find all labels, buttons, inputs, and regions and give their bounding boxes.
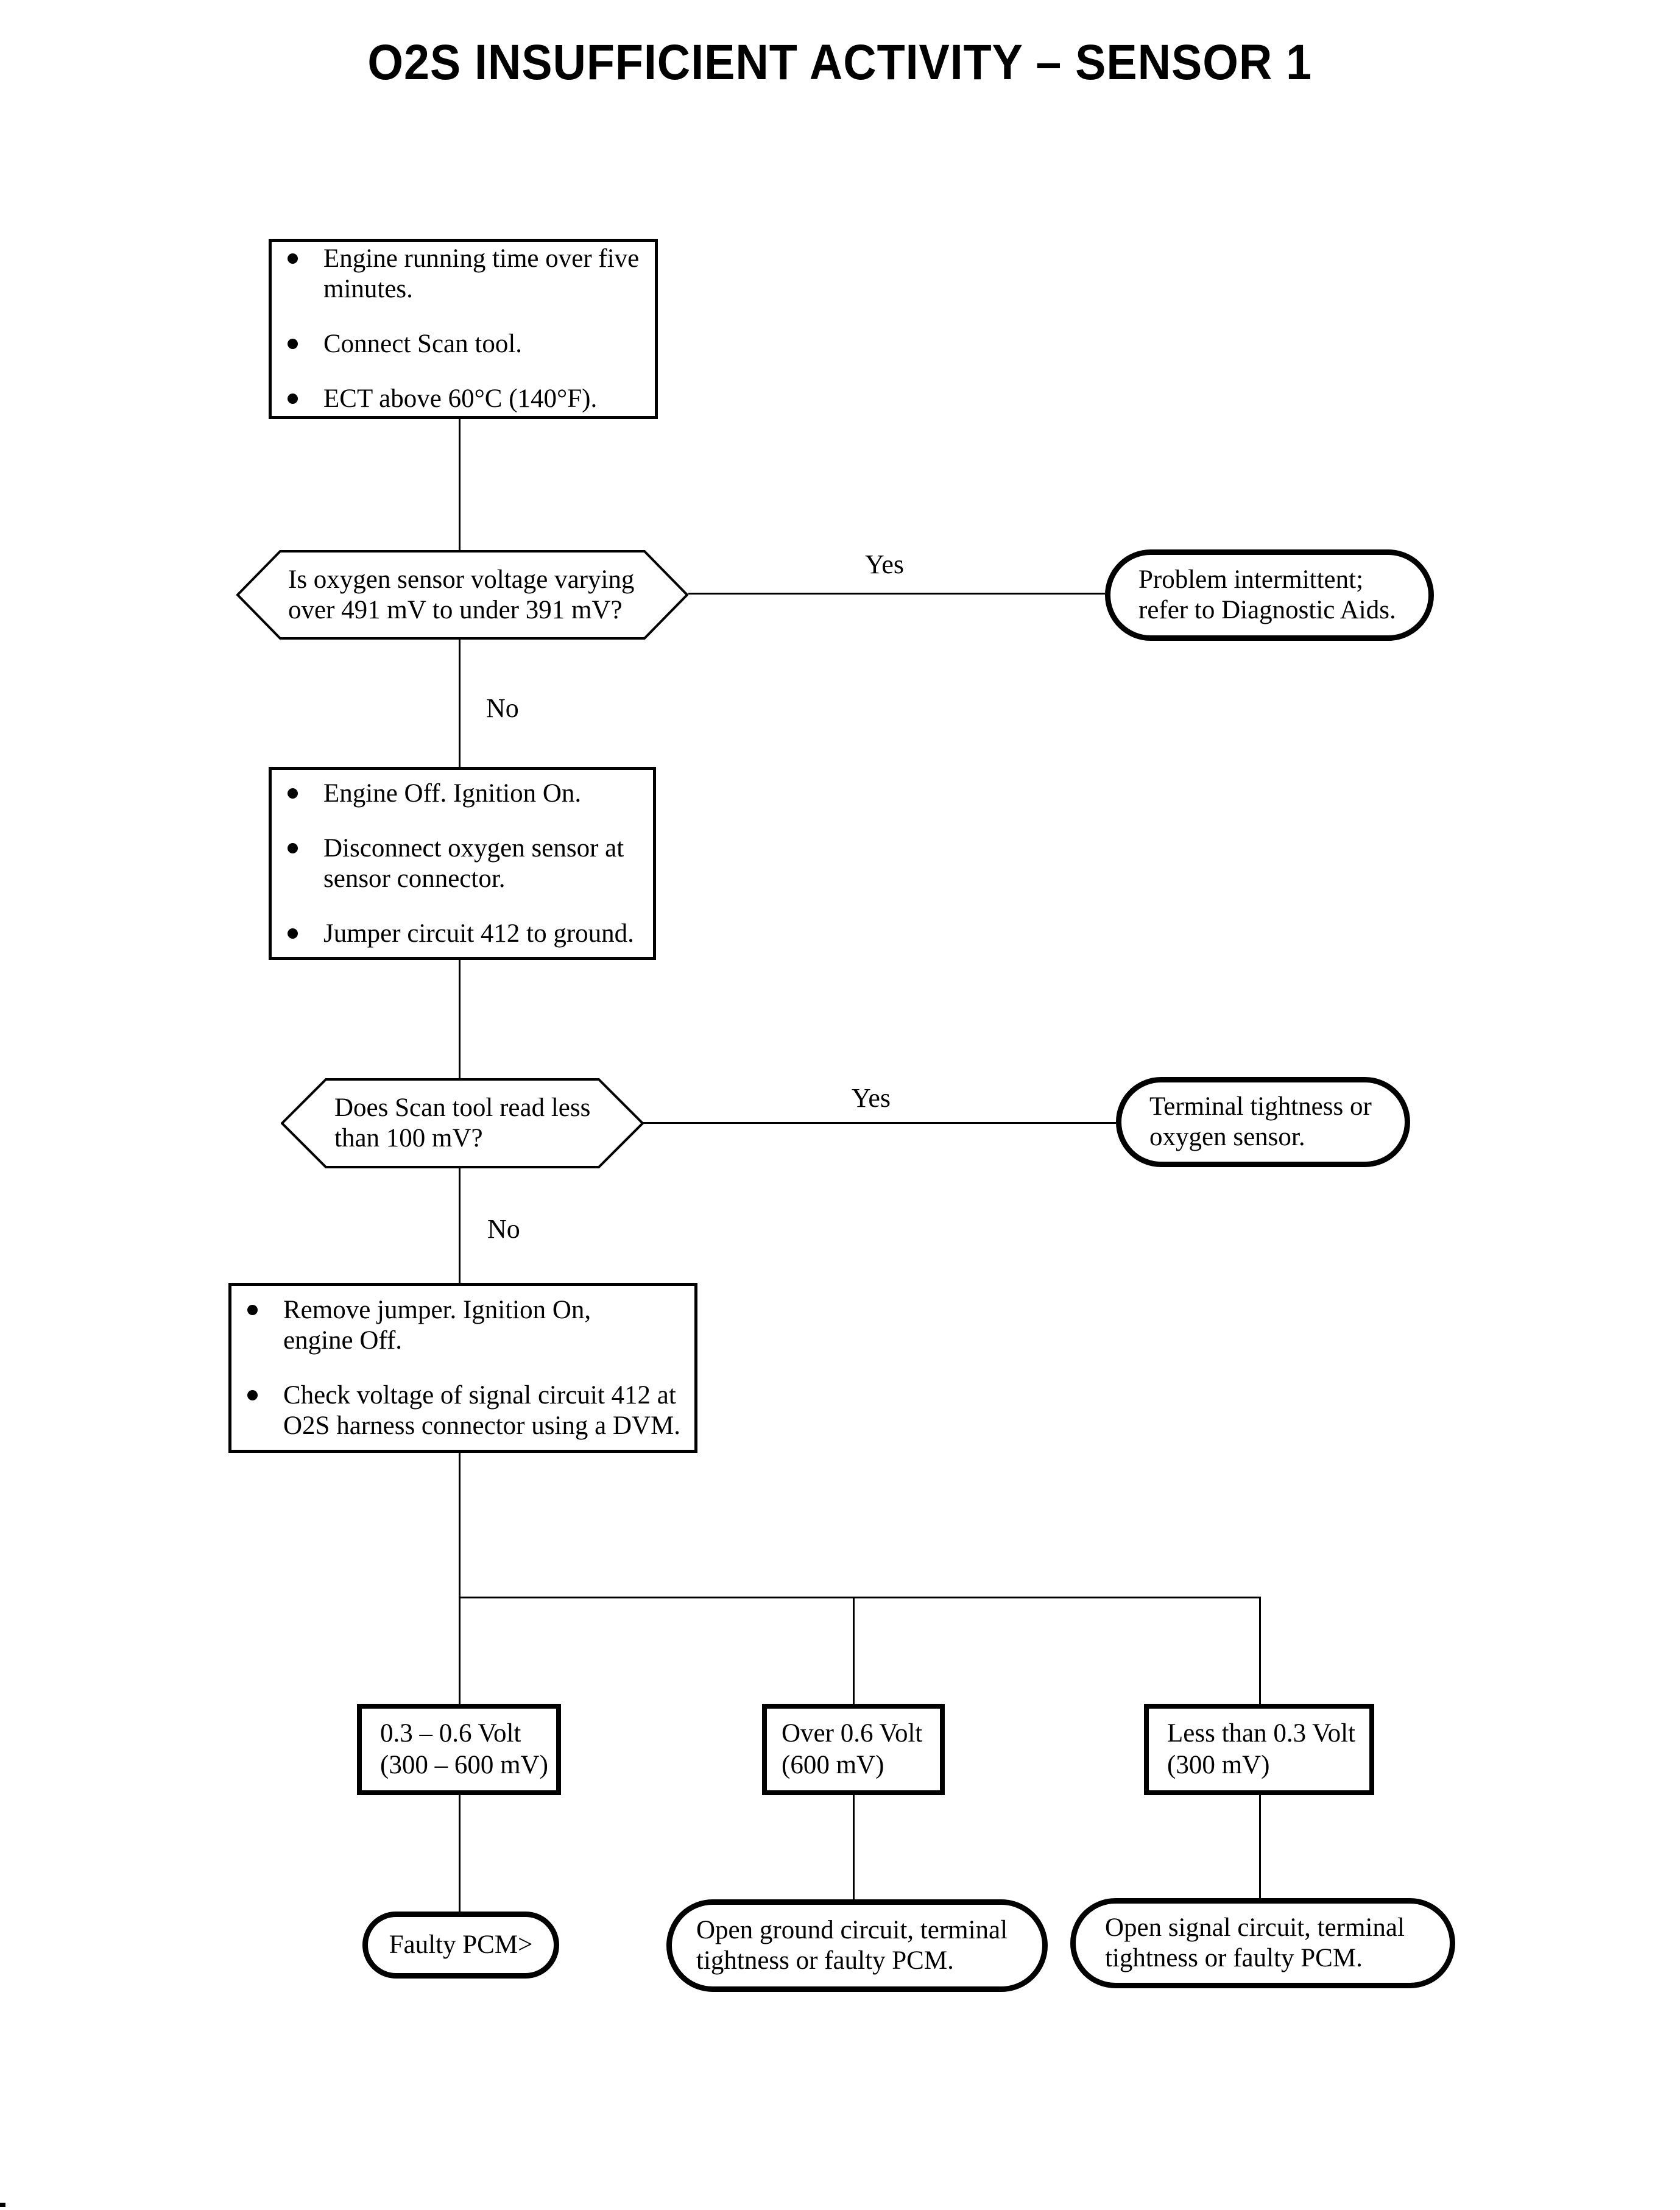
- list-item: Jumper circuit 412 to ground.: [272, 919, 653, 949]
- connector-split-to-branch1: [458, 1597, 461, 1704]
- bullet-text: engine Off.: [283, 1326, 403, 1355]
- result4-text: Open ground circuit, terminal: [696, 1916, 1008, 1944]
- connector-split-to-branch3: [1258, 1597, 1261, 1704]
- result2-text: oxygen sensor.: [1149, 1123, 1305, 1151]
- list-item: Engine Off. Ignition On.: [272, 778, 653, 809]
- split-horizontal-line: [458, 1597, 1261, 1598]
- branch1-text: 0.3 – 0.6 Volt: [380, 1719, 521, 1748]
- result5-text: Open signal circuit, terminal: [1105, 1913, 1405, 1942]
- scan-artifact-speck: [0, 2203, 5, 2207]
- bullet-text: Jumper circuit 412 to ground.: [323, 919, 634, 948]
- bullet-icon: [288, 842, 298, 853]
- branch3-text: (300 mV): [1167, 1751, 1270, 1779]
- result4-text: tightness or faulty PCM.: [696, 1946, 954, 1975]
- connector-branch2-to-result: [852, 1794, 855, 1901]
- connector-decision1-yes: [688, 593, 1105, 595]
- connector-decision2-yes: [643, 1122, 1116, 1124]
- connector-decision2-no: [458, 1167, 461, 1283]
- bullet-text: minutes.: [323, 275, 413, 303]
- connector-branch3-to-result: [1258, 1794, 1261, 1899]
- branch2-text: Over 0.6 Volt: [782, 1719, 923, 1748]
- result5-text: tightness or faulty PCM.: [1105, 1944, 1363, 1972]
- bullet-icon: [288, 928, 298, 939]
- decision2-no-label: No: [487, 1214, 520, 1244]
- list-item: Disconnect oxygen sensor at sensor conne…: [272, 833, 653, 894]
- result-open-ground-circuit-pill: Open ground circuit, terminal tightness …: [666, 1899, 1048, 1992]
- bullet-text: Engine running time over five: [323, 244, 640, 273]
- connector-box2-to-decision2: [458, 959, 461, 1078]
- connector-branch1-to-result: [458, 1794, 461, 1913]
- decision2-yes-label: Yes: [852, 1083, 891, 1113]
- connector-box1-to-decision1: [458, 418, 461, 550]
- result-terminal-tightness-pill: Terminal tightness or oxygen sensor.: [1116, 1077, 1410, 1167]
- branch1-text: (300 – 600 mV): [380, 1751, 548, 1779]
- result1-text: refer to Diagnostic Aids.: [1138, 596, 1396, 624]
- page-title: O2S INSUFFICIENT ACTIVITY – SENSOR 1: [0, 34, 1680, 91]
- bullet-text: sensor connector.: [323, 864, 506, 893]
- list-item: Engine running time over five minutes.: [272, 244, 655, 305]
- page-title-text: O2S INSUFFICIENT ACTIVITY – SENSOR 1: [367, 35, 1313, 90]
- connector-box3-to-split: [458, 1453, 461, 1598]
- list-item: Remove jumper. Ignition On, engine Off.: [231, 1295, 694, 1356]
- decision1-no-label: No: [486, 693, 519, 723]
- decision2-scan-tool-hexagon: Does Scan tool read less than 100 mV?: [281, 1078, 644, 1168]
- branch-over-06-volt-box: Over 0.6 Volt (600 mV): [762, 1704, 945, 1795]
- result-faulty-pcm-pill: Faulty PCM>: [362, 1912, 559, 1979]
- result1-text: Problem intermittent;: [1138, 565, 1364, 594]
- bullet-icon: [288, 394, 298, 404]
- list-item: ECT above 60°C (140°F).: [272, 384, 655, 414]
- bullet-icon: [288, 788, 298, 799]
- branch3-text: Less than 0.3 Volt: [1167, 1719, 1355, 1748]
- decision2-text: than 100 mV?: [334, 1124, 483, 1153]
- bullet-icon: [247, 1389, 258, 1400]
- decision1-yes-label: Yes: [865, 549, 905, 579]
- connector-split-to-branch2: [852, 1597, 855, 1704]
- decision1-text: Is oxygen sensor voltage varying: [288, 565, 635, 594]
- check-voltage-box: Remove jumper. Ignition On, engine Off. …: [228, 1283, 697, 1453]
- list-item: Check voltage of signal circuit 412 at O…: [231, 1380, 694, 1441]
- bullet-text: ECT above 60°C (140°F).: [323, 384, 598, 413]
- connector-decision1-no: [458, 640, 461, 767]
- decision1-voltage-varying-hexagon: Is oxygen sensor voltage varying over 49…: [236, 550, 688, 640]
- bullet-icon: [288, 339, 298, 349]
- bullet-text: O2S harness connector using a DVM.: [283, 1411, 681, 1440]
- preconditions-box: Engine running time over five minutes. C…: [269, 239, 658, 419]
- bullet-icon: [288, 253, 298, 264]
- decision1-text: over 491 mV to under 391 mV?: [288, 595, 623, 624]
- branch2-text: (600 mV): [782, 1751, 884, 1779]
- result-open-signal-circuit-pill: Open signal circuit, terminal tightness …: [1070, 1898, 1455, 1988]
- bullet-text: Engine Off. Ignition On.: [323, 778, 582, 808]
- result3-text: Faulty PCM>: [389, 1930, 533, 1959]
- result2-text: Terminal tightness or: [1149, 1092, 1372, 1121]
- bullet-text: Connect Scan tool.: [323, 330, 523, 358]
- hexagon-shape: [236, 550, 688, 640]
- bullet-text: Check voltage of signal circuit 412 at: [283, 1380, 676, 1410]
- branch-03-06-volt-box: 0.3 – 0.6 Volt (300 – 600 mV): [357, 1704, 561, 1795]
- bullet-icon: [247, 1304, 258, 1315]
- branch-less-03-volt-box: Less than 0.3 Volt (300 mV): [1144, 1704, 1374, 1795]
- result-problem-intermittent-pill: Problem intermittent; refer to Diagnosti…: [1105, 549, 1434, 641]
- list-item: Connect Scan tool.: [272, 329, 655, 359]
- decision2-text: Does Scan tool read less: [334, 1093, 591, 1122]
- bullet-text: Disconnect oxygen sensor at: [323, 833, 624, 863]
- jumper-ground-box: Engine Off. Ignition On. Disconnect oxyg…: [269, 767, 656, 960]
- bullet-text: Remove jumper. Ignition On,: [283, 1295, 591, 1324]
